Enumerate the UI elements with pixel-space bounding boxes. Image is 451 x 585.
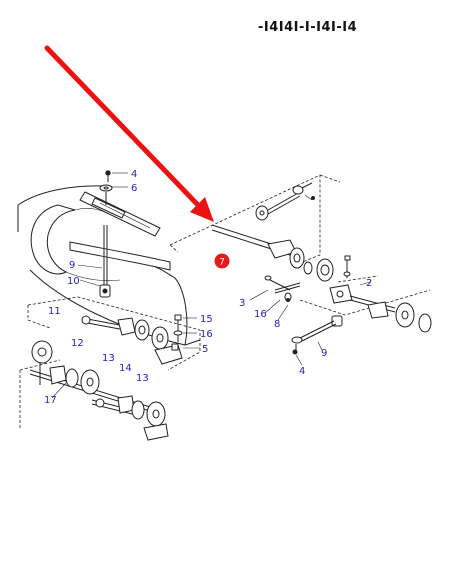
label-3: 3 <box>239 298 245 309</box>
bolt-15-16 <box>173 314 183 342</box>
callout-number: 7 <box>219 258 225 268</box>
label-10: 10 <box>67 276 80 287</box>
label-16-right: 16 <box>254 309 267 320</box>
label-4-bottom: 4 <box>299 366 305 377</box>
lever-assembly-2 <box>329 284 432 333</box>
label-14: 14 <box>119 363 132 374</box>
part-code: -I4I4I-I-I4I-I4 <box>258 20 357 35</box>
label-17: 17 <box>44 395 57 406</box>
rod-3-16-8 <box>264 275 301 302</box>
label-5: 5 <box>202 344 208 355</box>
label-16-left: 16 <box>200 329 213 340</box>
label-4-top: 4 <box>131 169 137 180</box>
label-6: 6 <box>131 183 137 194</box>
lever-shaft-12 <box>81 315 183 365</box>
lower-shaft-assembly-17 <box>19 340 169 441</box>
label-9-right: 9 <box>321 348 327 359</box>
label-11: 11 <box>48 306 61 317</box>
label-2: 2 <box>366 278 372 289</box>
vertical-rod-assembly <box>99 170 113 298</box>
drum-housing <box>17 185 201 346</box>
bolt-right <box>343 255 351 278</box>
rod-9-right <box>291 315 343 355</box>
label-13-lower: 13 <box>136 373 149 384</box>
label-15: 15 <box>200 314 213 325</box>
label-12: 12 <box>71 338 84 349</box>
callout-badge-7: 7 <box>214 253 230 269</box>
label-9-left: 9 <box>69 260 75 271</box>
red-arrow <box>44 45 214 222</box>
label-13-upper: 13 <box>102 353 115 364</box>
shaft-lever-7 <box>211 224 334 282</box>
upper-right-rod <box>255 182 315 221</box>
label-8: 8 <box>274 319 280 330</box>
